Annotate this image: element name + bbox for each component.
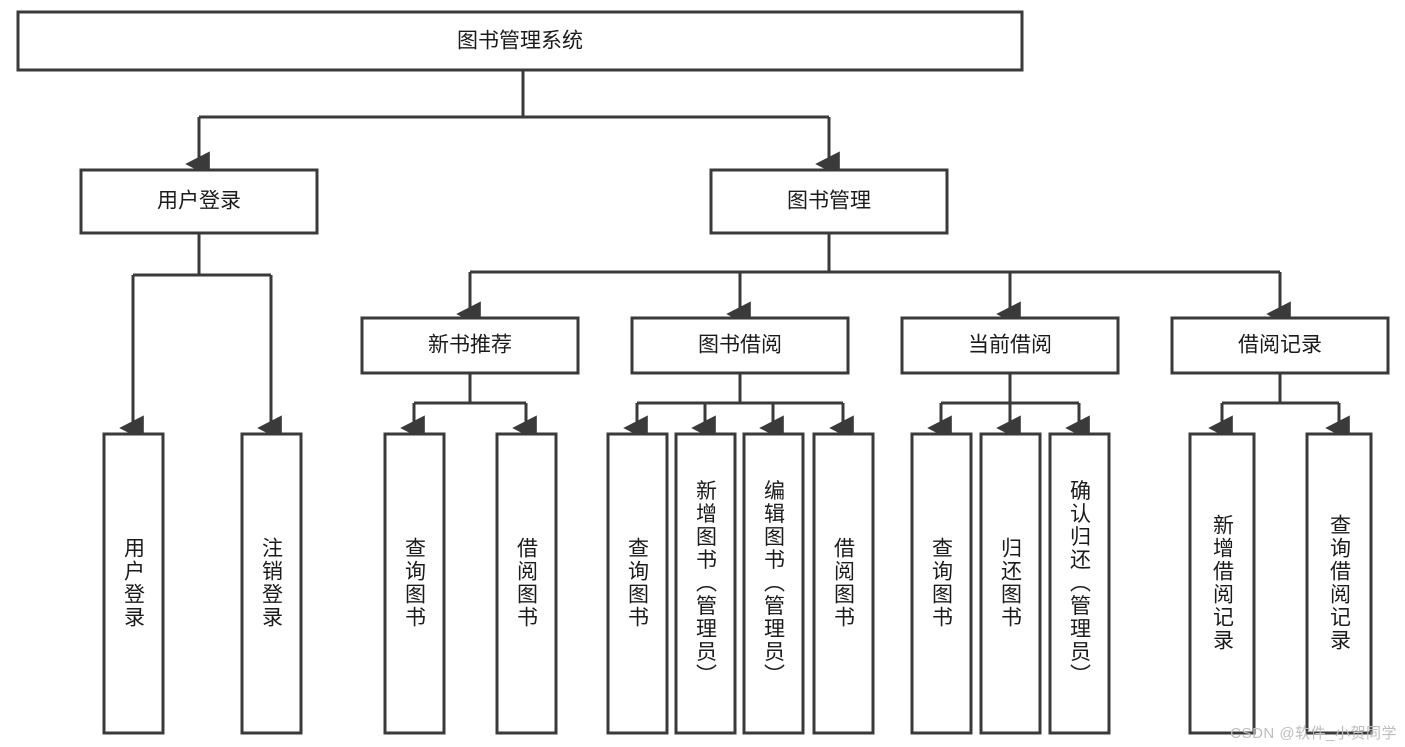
- node-book-management-label: 图书管理: [787, 190, 871, 213]
- node-leaf-add-book-box[interactable]: [674, 432, 737, 735]
- node-leaf-confirm-return-box[interactable]: [1048, 432, 1111, 735]
- node-leaf-add-book[interactable]: 新增图书（管理员）: [674, 432, 737, 735]
- node-current-borrow[interactable]: 当前借阅: [900, 316, 1120, 375]
- node-leaf-return-book-label: 归还图书: [999, 537, 1023, 629]
- node-leaf-confirm-return[interactable]: 确认归还（管理员）: [1048, 432, 1111, 735]
- node-root[interactable]: 图书管理系统: [16, 10, 1024, 72]
- node-root-box[interactable]: [16, 10, 1024, 72]
- node-book-management[interactable]: 图书管理: [709, 168, 949, 235]
- node-book-borrow[interactable]: 图书借阅: [630, 316, 850, 375]
- node-new-book-recommend-box[interactable]: [360, 316, 580, 375]
- node-book-management-box[interactable]: [709, 168, 949, 235]
- node-leaf-query-record-box[interactable]: [1305, 432, 1373, 735]
- node-leaf-borrow-book-2[interactable]: 借阅图书: [812, 432, 875, 735]
- node-leaf-query-book-3-label: 查询图书: [930, 537, 954, 629]
- node-book-borrow-box[interactable]: [630, 316, 850, 375]
- csdn-watermark: CSDN @软件_小贺同学: [1230, 725, 1397, 742]
- node-leaf-borrow-book-2-box[interactable]: [812, 432, 875, 735]
- node-leaf-query-book-3-box[interactable]: [910, 432, 973, 735]
- node-leaf-query-book-1-label: 查询图书: [403, 537, 427, 629]
- node-root-label: 图书管理系统: [457, 30, 583, 53]
- node-leaf-borrow-book-1[interactable]: 借阅图书: [495, 432, 558, 735]
- node-borrow-record[interactable]: 借阅记录: [1170, 316, 1390, 375]
- node-book-borrow-label: 图书借阅: [698, 334, 782, 357]
- node-new-book-recommend[interactable]: 新书推荐: [360, 316, 580, 375]
- node-leaf-add-record[interactable]: 新增借阅记录: [1188, 432, 1256, 735]
- node-leaf-add-record-label: 新增借阅记录: [1211, 514, 1235, 652]
- node-leaf-borrow-book-2-label: 借阅图书: [832, 537, 856, 629]
- node-user-login-box[interactable]: [79, 168, 319, 235]
- node-leaf-logout-login-box[interactable]: [240, 432, 303, 735]
- node-leaf-edit-book-box[interactable]: [742, 432, 805, 735]
- node-leaf-query-book-2[interactable]: 查询图书: [606, 432, 669, 735]
- node-leaf-edit-book[interactable]: 编辑图书（管理员）: [742, 432, 805, 735]
- node-new-book-recommend-label: 新书推荐: [428, 334, 512, 357]
- edges-group: [119, 70, 1350, 441]
- node-leaf-query-book-2-box[interactable]: [606, 432, 669, 735]
- node-leaf-logout-login[interactable]: 注销登录: [240, 432, 303, 735]
- node-leaf-query-book-1[interactable]: 查询图书: [383, 432, 446, 735]
- node-leaf-query-book-3[interactable]: 查询图书: [910, 432, 973, 735]
- node-leaf-logout-login-label: 注销登录: [260, 537, 284, 629]
- node-leaf-return-book[interactable]: 归还图书: [979, 432, 1042, 735]
- node-leaf-user-login[interactable]: 用户登录: [102, 432, 165, 735]
- node-leaf-query-book-2-label: 查询图书: [626, 537, 650, 629]
- node-current-borrow-box[interactable]: [900, 316, 1120, 375]
- node-leaf-return-book-box[interactable]: [979, 432, 1042, 735]
- node-leaf-user-login-box[interactable]: [102, 432, 165, 735]
- node-leaf-confirm-return-label: 确认归还（管理员）: [1068, 480, 1092, 687]
- node-current-borrow-label: 当前借阅: [968, 334, 1052, 357]
- node-leaf-add-record-box[interactable]: [1188, 432, 1256, 735]
- node-leaf-borrow-book-1-label: 借阅图书: [515, 537, 539, 629]
- node-leaf-query-record-label: 查询借阅记录: [1328, 514, 1352, 652]
- node-user-login[interactable]: 用户登录: [79, 168, 319, 235]
- node-leaf-query-book-1-box[interactable]: [383, 432, 446, 735]
- node-leaf-query-record[interactable]: 查询借阅记录: [1305, 432, 1373, 735]
- node-borrow-record-label: 借阅记录: [1238, 334, 1322, 357]
- node-user-login-label: 用户登录: [157, 190, 241, 213]
- node-borrow-record-box[interactable]: [1170, 316, 1390, 375]
- node-leaf-edit-book-label: 编辑图书（管理员）: [762, 480, 786, 687]
- node-leaf-add-book-label: 新增图书（管理员）: [694, 480, 718, 687]
- node-leaf-borrow-book-1-box[interactable]: [495, 432, 558, 735]
- node-leaf-user-login-label: 用户登录: [122, 537, 146, 629]
